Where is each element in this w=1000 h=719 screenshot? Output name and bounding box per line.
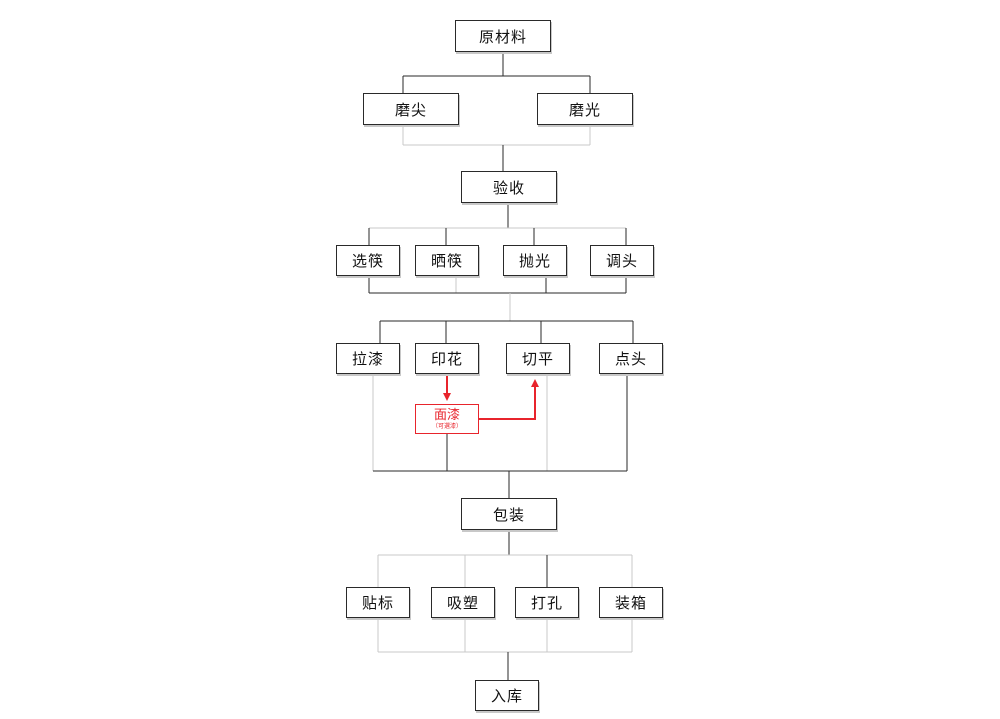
node-print: 印花 — [415, 343, 479, 374]
node-raw-material: 原材料 — [455, 20, 551, 52]
connector-grinding-to-inspect — [402, 125, 591, 171]
connector-sorting-merge — [368, 276, 627, 321]
node-blister: 吸塑 — [431, 587, 495, 618]
node-cut-flat: 切平 — [506, 343, 570, 374]
connector-packaging-to-warehouse — [377, 618, 633, 680]
connector-to-finishing — [379, 320, 634, 343]
node-select: 选筷 — [336, 245, 400, 276]
connector-pack-to-packaging — [377, 530, 633, 587]
connector-finishing-to-pack — [372, 374, 628, 498]
node-lacquer: 拉漆 — [336, 343, 400, 374]
top-coat-note: （可選漆） — [431, 422, 462, 430]
node-polish: 抛光 — [503, 245, 567, 276]
node-dry: 晒筷 — [415, 245, 479, 276]
node-inspect: 验收 — [461, 171, 557, 203]
node-top-coat: 面漆 （可選漆） — [415, 404, 479, 434]
connector-raw-to-grinding — [402, 52, 591, 93]
connector-inspect-to-sorting — [368, 203, 627, 245]
node-grind-polish: 磨光 — [537, 93, 633, 125]
node-grind-tip: 磨尖 — [363, 93, 459, 125]
top-coat-label: 面漆 — [433, 407, 460, 423]
node-warehouse: 入库 — [475, 680, 539, 711]
node-dot-head: 点头 — [599, 343, 663, 374]
node-box: 装箱 — [599, 587, 663, 618]
node-punch: 打孔 — [515, 587, 579, 618]
node-label: 贴标 — [346, 587, 410, 618]
node-adjust-head: 调头 — [590, 245, 654, 276]
connector-top-coat-path — [443, 374, 539, 420]
node-pack: 包装 — [461, 498, 557, 530]
